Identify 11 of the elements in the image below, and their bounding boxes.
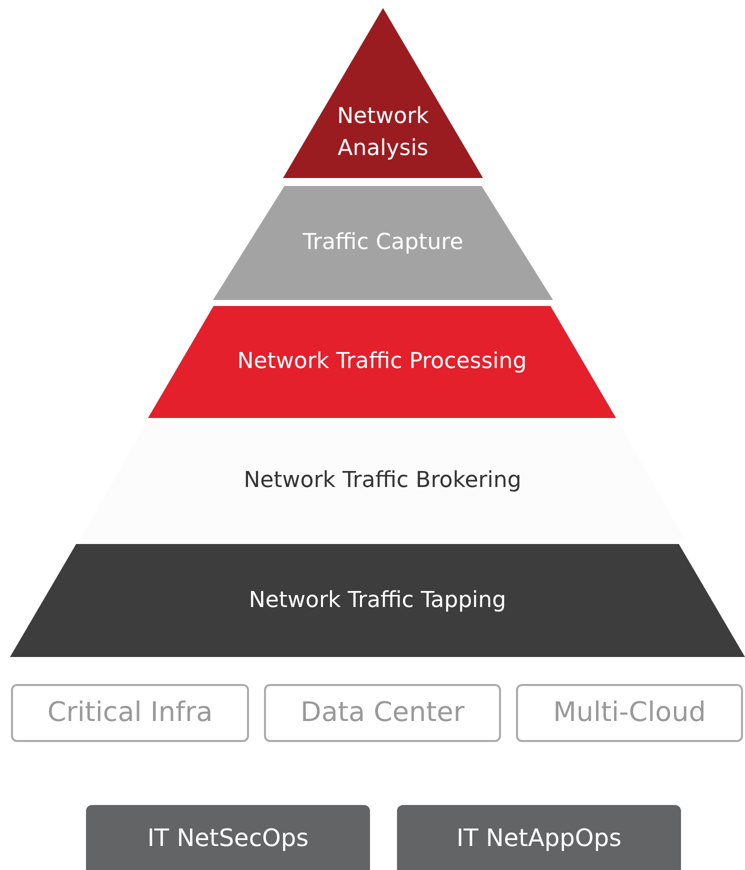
team-badge: IT NetAppOps: [397, 805, 681, 870]
layer-label: Network Traffic Brokering: [244, 467, 522, 495]
layer-label: Network Analysis: [336, 103, 430, 163]
layer-label: Network Traffic Processing: [237, 348, 527, 376]
layer-label: Network Traffic Tapping: [248, 586, 506, 614]
environment-tag: Data Center: [264, 684, 501, 742]
pyramid-layer: [10, 544, 745, 657]
environment-tag: Multi-Cloud: [516, 684, 743, 742]
team-badge: IT NetSecOps: [86, 805, 370, 870]
layer-label: Traffic Capture: [302, 229, 464, 257]
environment-tag: Critical Infra: [11, 684, 249, 742]
